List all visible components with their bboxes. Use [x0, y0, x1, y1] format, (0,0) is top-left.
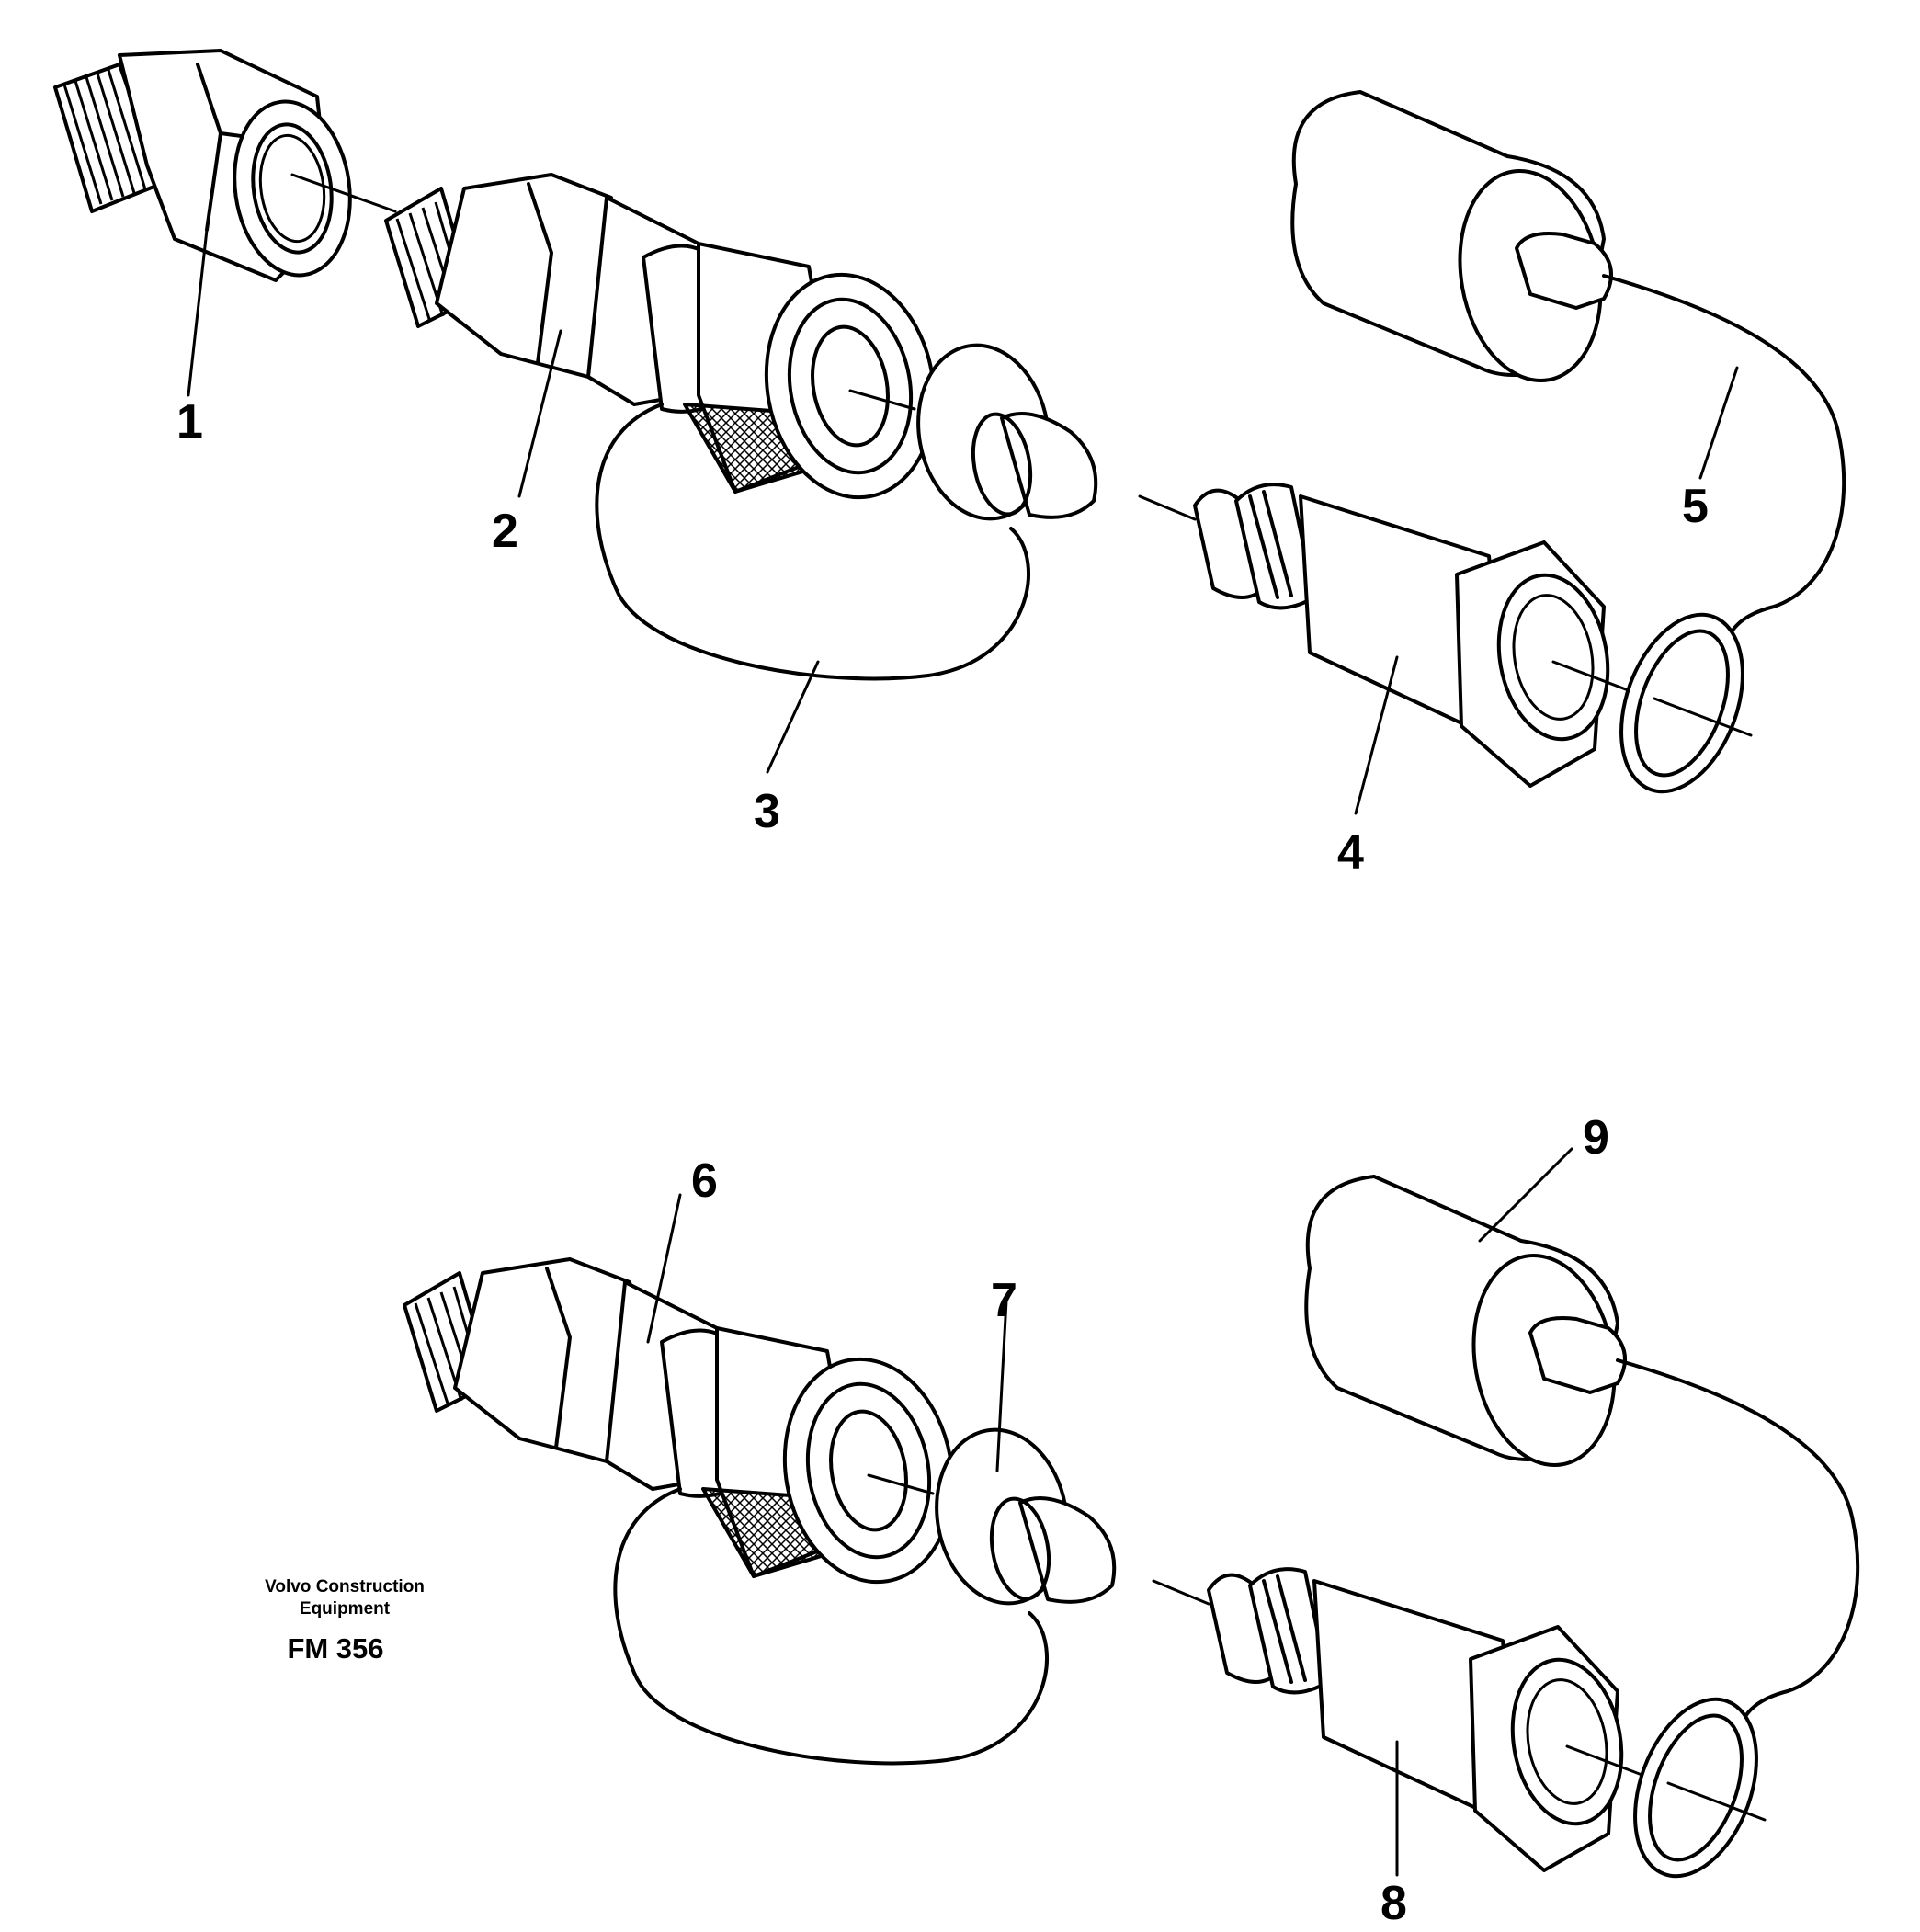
credit-block: Volvo Construction Equipment FM 356: [265, 1577, 425, 1665]
figure-id: FM 356: [287, 1632, 383, 1665]
credit-line-2: Equipment: [300, 1599, 391, 1619]
part-1-adapter: [53, 49, 352, 282]
callout-9: 9: [1583, 1111, 1609, 1165]
credit-line-1: Volvo Construction: [265, 1577, 425, 1597]
bottom-assembly: [403, 1147, 1860, 1879]
part-7-dust-plug: [613, 1427, 1117, 1766]
part-5-cap: [1290, 90, 1846, 794]
callout-7: 7: [991, 1274, 1017, 1327]
callout-5: 5: [1682, 480, 1709, 533]
part-9-cap: [1304, 1175, 1860, 1879]
top-assembly: [53, 49, 1846, 815]
callout-2: 2: [492, 505, 518, 558]
callout-4: 4: [1337, 826, 1364, 880]
callout-1: 1: [176, 395, 203, 449]
top-leader-lines: [187, 228, 1739, 815]
callout-8: 8: [1380, 1877, 1407, 1930]
bottom-leader-lines: [646, 1147, 1573, 1877]
part-4-male-coupling: [1138, 483, 1652, 788]
callout-6: 6: [691, 1154, 718, 1208]
part-2-coupling: [384, 173, 937, 500]
callout-3: 3: [754, 785, 780, 838]
part-6-coupling: [403, 1257, 955, 1585]
part-8-male-coupling: [1152, 1567, 1665, 1872]
callout-labels: 1 2 3 4 5 6 7 8 9: [176, 395, 1709, 1930]
part-3-dust-plug: [595, 343, 1098, 681]
